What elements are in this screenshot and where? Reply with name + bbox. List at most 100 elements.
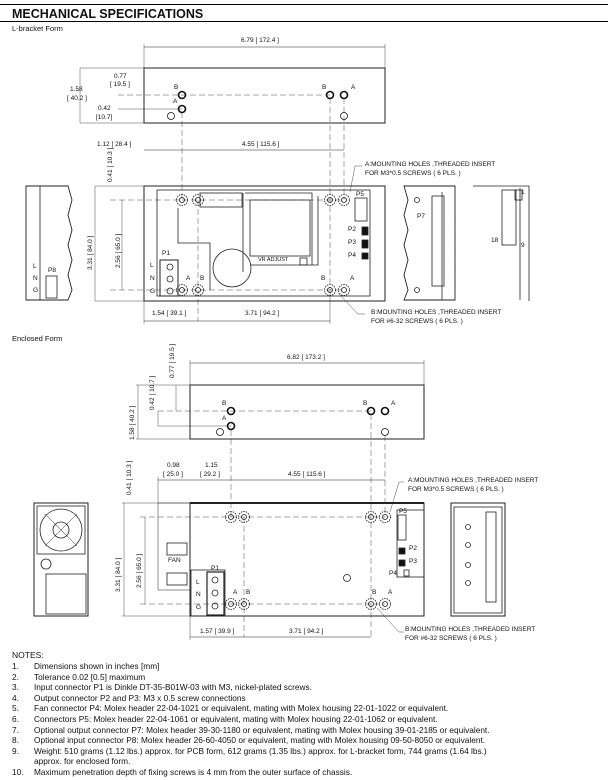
p2-label: P2 <box>348 226 356 233</box>
p4-label: P4 <box>348 252 356 259</box>
note-number: 10. <box>12 767 24 777</box>
enclosed-455-dim: 4.55 [ 115.6 ] <box>288 471 326 478</box>
pin-18-label: 18 <box>491 237 499 244</box>
enclosed-157-dim: 1.57 [ 39.9 ] <box>200 628 235 635</box>
hole-label: B <box>222 400 227 407</box>
p8-label: P8 <box>48 267 56 274</box>
enclosed-note-a-line1: A:MOUNTING HOLES ,THREADED INSERT <box>408 477 539 484</box>
note-b-line1: B:MOUNTING HOLES ,THREADED INSERT <box>371 309 502 316</box>
enclosed-p5-label: P5 <box>399 508 407 515</box>
hole-label: A <box>391 400 396 407</box>
hole-label: B <box>321 275 326 282</box>
p3-label: P3 <box>348 239 356 246</box>
note-item: approx. for enclosed form. <box>12 756 130 766</box>
note-number: 8. <box>12 735 19 746</box>
enclosed-p1-label: P1 <box>211 565 219 572</box>
enclosed-note-b-line1: B:MOUNTING HOLES ,THREADED INSERT <box>405 626 536 633</box>
note-item: 8.Optional input connector P8: Molex hea… <box>12 735 485 745</box>
fan-label: FAN <box>168 557 181 564</box>
p8-g-label: G <box>33 287 39 294</box>
note-item: 1. Dimensions shown in inches [mm] <box>12 661 159 671</box>
note-number: 4. <box>12 692 19 703</box>
note-b-line2: FOR #6-32 SCREWS ( 6 PLS. ) <box>371 318 463 325</box>
note-item: 2. Tolerance 0.02 [0.5] maximum <box>12 672 145 682</box>
enclosed-077-dim: 0.77 [ 19.5 ] <box>169 343 176 378</box>
note-text: Weight: 510 grams (1.12 lbs.) approx. fo… <box>34 745 487 756</box>
g-label: G <box>150 288 156 295</box>
note-text: Fan connector P4: Molex header 22-04-102… <box>34 703 449 714</box>
enclosed-p3-label: P3 <box>409 558 417 565</box>
note-item: 5. Fan connector P4: Molex header 22-04-1… <box>12 703 448 713</box>
hole-label: A <box>388 589 393 596</box>
note-number: 3. <box>12 682 19 693</box>
note-item: 9. Weight: 510 grams (1.12 lbs.) approx. … <box>12 746 487 756</box>
lbracket-041-dim: 0.41 [ 10.3 ] <box>107 147 114 182</box>
hole-label: B <box>363 400 368 407</box>
note-text: Output connector P2 and P3: M3 x 0.5 scr… <box>34 692 246 703</box>
enclosed-115-dim: 1.15 <box>205 462 218 469</box>
note-number: 6. <box>12 714 19 724</box>
hole-label: B <box>200 275 205 282</box>
note-item: 10. Maximum penetration depth of fixing s… <box>12 767 352 777</box>
note-number: 9. <box>12 745 19 756</box>
enclosed-p2-label: P2 <box>409 545 417 552</box>
enclosed-115-dim-mm: [ 29.2 ] <box>200 471 220 478</box>
enclosed-top-view <box>136 360 425 440</box>
note-item: 3.Input connector P1 is Dinkle DT-35-B01… <box>12 682 312 692</box>
hole-label: A <box>186 275 191 282</box>
note-number: 1. <box>12 661 19 671</box>
hole-label: B <box>372 589 377 596</box>
note-text: Tolerance 0.02 [0.5] maximum <box>34 671 146 682</box>
enclosed-331-dim: 3.31 [ 84.0 ] <box>115 557 122 592</box>
note-text: Connectors P5: Molex header 22-04-1061 o… <box>34 714 438 724</box>
note-item: 6. Connectors P5: Molex header 22-04-1061… <box>12 714 438 724</box>
enclosed-side-views <box>33 502 506 617</box>
lbracket-256-dim: 2.56 [ 65.0 ] <box>115 233 122 268</box>
lbracket-width-dim: 6.79 [ 172.4 ] <box>241 37 279 44</box>
hole-label: B <box>322 84 327 91</box>
vr-adjust-label: VR ADJUST <box>258 257 289 263</box>
enclosed-098-dim: 0.98 <box>167 462 180 469</box>
lbracket-042-dim-mm: [10.7] <box>96 114 113 121</box>
enclosed-n-label: N <box>196 591 201 598</box>
note-text: Maximum penetration depth of fixing scre… <box>34 767 353 777</box>
lbracket-top-view <box>79 44 386 124</box>
n-label: N <box>150 275 155 282</box>
pin-9-label: 9 <box>521 242 525 249</box>
note-number: 5. <box>12 703 19 714</box>
enclosed-l-label: L <box>196 579 200 586</box>
page-title: MECHANICAL SPECIFICATIONS <box>12 7 204 21</box>
enclosed-158-dim: 1.58 [ 40.2 ] <box>129 405 136 440</box>
note-item: 7. Optional output connector P7: Molex he… <box>12 725 490 735</box>
enclosed-041-dim: 0.41 [ 10.3 ] <box>126 460 133 495</box>
note-a-line2: FOR M3*0.5 SCREWS ( 6 PLS. ) <box>365 170 461 177</box>
enclosed-g-label: G <box>196 604 202 611</box>
note-text: Dimensions shown in inches [mm] <box>34 661 160 671</box>
note-number: 2. <box>12 671 19 682</box>
hole-label: A <box>173 98 178 105</box>
mechanical-drawing <box>25 44 530 640</box>
note-number: 7. <box>12 724 19 735</box>
notes-title: NOTES: <box>12 650 44 660</box>
p5-label: P5 <box>356 191 364 198</box>
p8-n-label: N <box>33 275 38 282</box>
lbracket-side-views <box>25 185 530 301</box>
hole-label: A <box>222 415 227 422</box>
pin-1-label: 1 <box>521 189 525 196</box>
lbracket-154-dim: 1.54 [ 39.1 ] <box>152 310 187 317</box>
lbracket-331-dim: 3.31 [ 84.0 ] <box>87 235 94 270</box>
note-text: Optional output connector P7: Molex head… <box>34 724 490 735</box>
p1-label: P1 <box>162 250 170 257</box>
hole-label: A <box>233 589 238 596</box>
hole-label: A <box>350 275 355 282</box>
lbracket-042-dim: 0.42 <box>98 105 111 112</box>
top-rule <box>0 4 608 5</box>
title-rule <box>0 21 608 22</box>
enclosed-front-view <box>122 477 425 640</box>
enclosed-371-dim: 3.71 [ 94.2 ] <box>289 628 324 635</box>
p8-l-label: L <box>33 263 37 270</box>
note-item: 4. Output connector P2 and P3: M3 x 0.5 s… <box>12 693 246 703</box>
note-text: approx. for enclosed form. <box>34 756 131 767</box>
lbracket-077-dim: 0.77 <box>114 73 127 80</box>
enclosed-note-a-line2: FOR M3*0.5 SCREWS ( 6 PLS. ) <box>408 486 504 493</box>
